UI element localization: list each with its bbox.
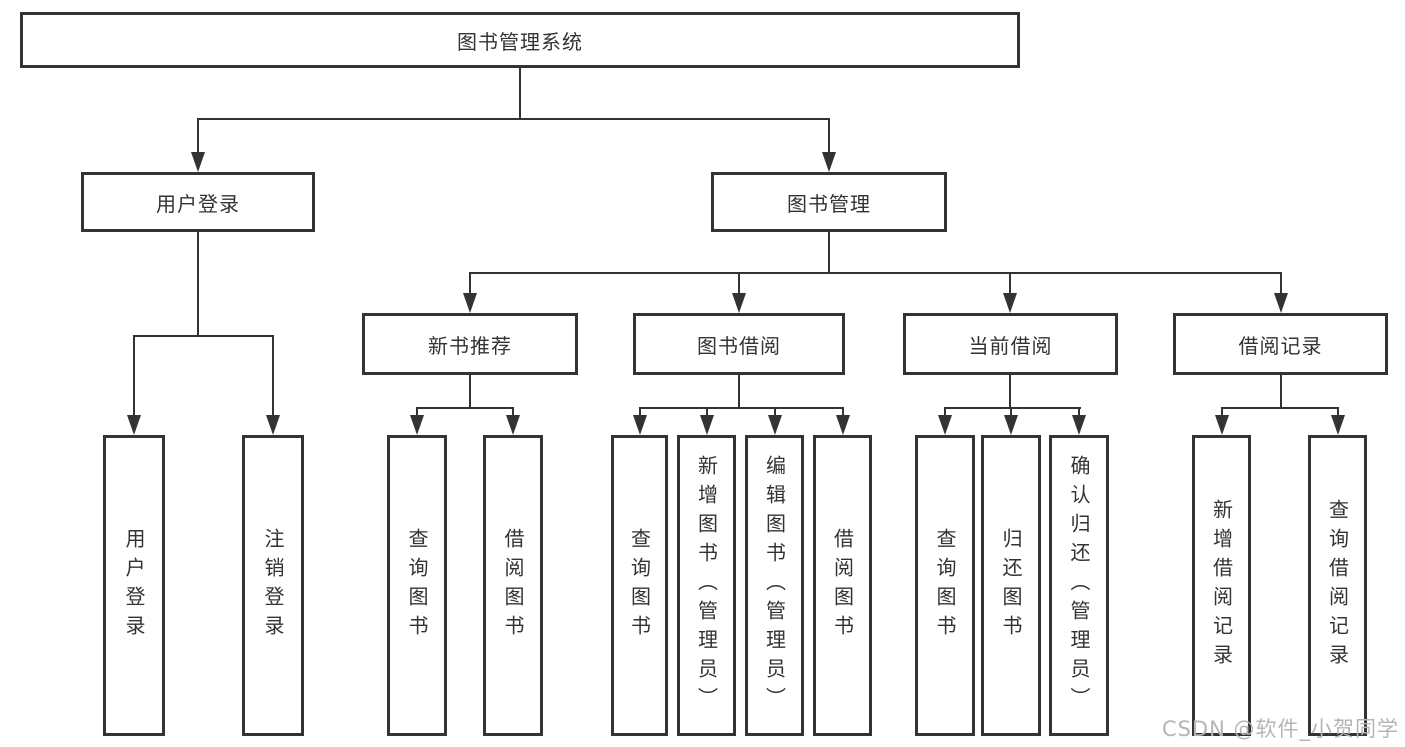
connector-line bbox=[1280, 272, 1282, 295]
node-label: 新增图书（管理员） bbox=[694, 455, 719, 716]
node-label: 用户登录 bbox=[122, 527, 146, 644]
leaf-user-login: 用户登录 bbox=[103, 435, 165, 736]
node-label: 借阅记录 bbox=[1238, 333, 1323, 358]
connector-line bbox=[133, 335, 135, 415]
connector-line bbox=[519, 68, 521, 120]
arrow-down-icon bbox=[1215, 415, 1229, 435]
connector-line bbox=[1078, 407, 1080, 417]
connector-line bbox=[944, 407, 946, 417]
connector-line bbox=[197, 118, 830, 120]
leaf-borrow-books-1: 借阅图书 bbox=[483, 435, 543, 736]
arrow-down-icon bbox=[410, 415, 424, 435]
arrow-down-icon bbox=[700, 415, 714, 435]
node-label: 新书推荐 bbox=[428, 333, 512, 358]
connector-line bbox=[1009, 272, 1011, 295]
connector-line bbox=[416, 407, 418, 417]
arrow-down-icon bbox=[938, 415, 952, 435]
arrow-down-icon bbox=[266, 415, 280, 435]
leaf-query-borrow-record: 查询借阅记录 bbox=[1308, 435, 1367, 736]
node-book-borrowing: 图书借阅 bbox=[633, 313, 845, 375]
connector-line bbox=[469, 375, 471, 409]
arrow-down-icon bbox=[191, 152, 205, 172]
node-label: 图书借阅 bbox=[697, 333, 781, 358]
arrow-down-icon bbox=[1331, 415, 1345, 435]
connector-line bbox=[272, 335, 274, 415]
arrow-down-icon bbox=[732, 293, 746, 313]
node-label: 注销登录 bbox=[261, 527, 285, 644]
connector-line bbox=[1337, 407, 1339, 417]
node-label: 借阅图书 bbox=[501, 527, 525, 644]
arrow-down-icon bbox=[463, 293, 477, 313]
arrow-down-icon bbox=[1072, 415, 1086, 435]
arrow-down-icon bbox=[1003, 293, 1017, 313]
node-label: 查询图书 bbox=[627, 527, 652, 644]
leaf-confirm-return-admin: 确认归还（管理员） bbox=[1049, 435, 1109, 736]
connector-line bbox=[1221, 407, 1339, 409]
node-label: 新增借阅记录 bbox=[1209, 498, 1234, 673]
arrow-down-icon bbox=[1274, 293, 1288, 313]
node-current-borrowing: 当前借阅 bbox=[903, 313, 1118, 375]
connector-line bbox=[512, 407, 514, 417]
leaf-edit-books-admin: 编辑图书（管理员） bbox=[745, 435, 804, 736]
node-book-management: 图书管理 bbox=[711, 172, 947, 232]
leaf-logout: 注销登录 bbox=[242, 435, 304, 736]
csdn-watermark: CSDN @软件_小贺同学 bbox=[1161, 717, 1399, 741]
node-label: 当前借阅 bbox=[968, 333, 1053, 358]
node-label: 借阅图书 bbox=[830, 527, 855, 644]
node-label: 图书管理 bbox=[787, 191, 871, 216]
arrow-down-icon bbox=[836, 415, 850, 435]
connector-line bbox=[639, 407, 641, 417]
node-label: 查询借阅记录 bbox=[1325, 498, 1350, 673]
connector-line bbox=[469, 272, 1282, 274]
leaf-add-books-admin: 新增图书（管理员） bbox=[677, 435, 736, 736]
connector-line bbox=[1009, 375, 1011, 409]
leaf-query-books-3: 查询图书 bbox=[915, 435, 975, 736]
node-user-login: 用户登录 bbox=[81, 172, 315, 232]
arrow-down-icon bbox=[127, 415, 141, 435]
node-label: 确认归还（管理员） bbox=[1067, 455, 1091, 716]
connector-line bbox=[774, 407, 776, 417]
node-label: 查询图书 bbox=[405, 527, 429, 644]
arrow-down-icon bbox=[1004, 415, 1018, 435]
node-label: 查询图书 bbox=[933, 527, 957, 644]
connector-line bbox=[133, 335, 274, 337]
connector-line bbox=[706, 407, 708, 417]
connector-line bbox=[1010, 407, 1012, 417]
connector-line bbox=[738, 272, 740, 295]
arrow-down-icon bbox=[633, 415, 647, 435]
connector-line bbox=[1280, 375, 1282, 409]
connector-line bbox=[1221, 407, 1223, 417]
leaf-query-books-1: 查询图书 bbox=[387, 435, 447, 736]
connector-line bbox=[639, 407, 844, 409]
connector-line bbox=[944, 407, 1081, 409]
node-label: 编辑图书（管理员） bbox=[762, 455, 787, 716]
node-library-management-system: 图书管理系统 bbox=[20, 12, 1020, 68]
connector-line bbox=[469, 272, 471, 295]
leaf-borrow-books-2: 借阅图书 bbox=[813, 435, 872, 736]
connector-line bbox=[197, 232, 199, 337]
leaf-return-books: 归还图书 bbox=[981, 435, 1041, 736]
arrow-down-icon bbox=[768, 415, 782, 435]
connector-line bbox=[416, 407, 514, 409]
node-label: 归还图书 bbox=[999, 527, 1023, 644]
node-label: 图书管理系统 bbox=[457, 29, 583, 54]
node-new-book-recommendation: 新书推荐 bbox=[362, 313, 578, 375]
connector-line bbox=[738, 375, 740, 409]
leaf-add-borrow-record: 新增借阅记录 bbox=[1192, 435, 1251, 736]
node-borrowing-records: 借阅记录 bbox=[1173, 313, 1388, 375]
connector-line bbox=[828, 232, 830, 274]
connector-line bbox=[842, 407, 844, 417]
connector-line bbox=[828, 118, 830, 154]
node-label: 用户登录 bbox=[156, 191, 240, 216]
arrow-down-icon bbox=[822, 152, 836, 172]
leaf-query-books-2: 查询图书 bbox=[611, 435, 668, 736]
arrow-down-icon bbox=[506, 415, 520, 435]
connector-line bbox=[197, 118, 199, 154]
